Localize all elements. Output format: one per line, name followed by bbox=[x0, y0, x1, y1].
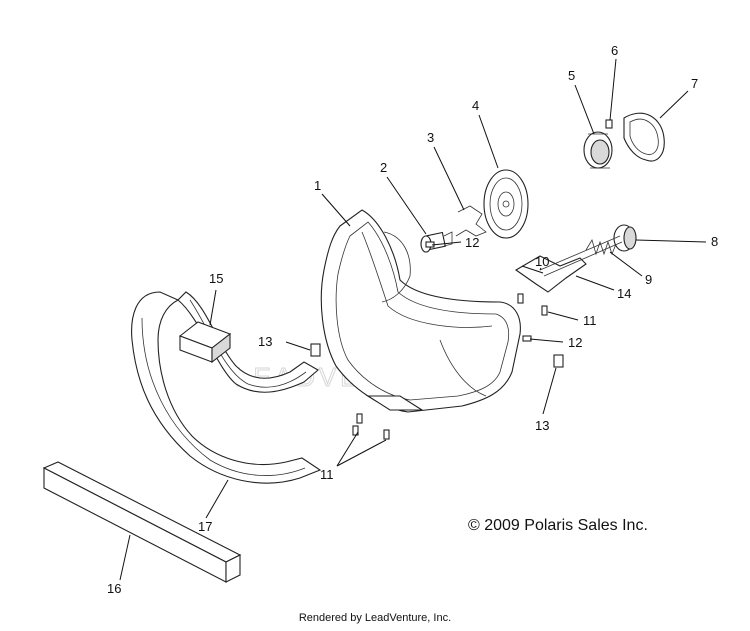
callout-13-right: 13 bbox=[535, 418, 549, 433]
callout-5: 5 bbox=[568, 68, 575, 83]
callout-9: 9 bbox=[645, 272, 652, 287]
callout-4: 4 bbox=[472, 98, 479, 113]
part-5-cap bbox=[583, 131, 613, 169]
part-6-screw bbox=[605, 119, 613, 129]
part-7-rubber-boot bbox=[623, 112, 665, 162]
callout-labels: 1 2 3 4 5 6 7 8 9 10 11 11 12 12 13 13 1… bbox=[107, 43, 718, 596]
part-3-spring-clip bbox=[455, 205, 487, 237]
part-9-adjuster-spring bbox=[585, 239, 617, 256]
callout-7: 7 bbox=[691, 76, 698, 91]
callout-1: 1 bbox=[314, 178, 321, 193]
callout-8: 8 bbox=[711, 234, 718, 249]
callout-6: 6 bbox=[611, 43, 618, 58]
part-4-reflector bbox=[483, 169, 529, 239]
copyright-notice: © 2009 Polaris Sales Inc. bbox=[468, 517, 648, 534]
part-8-adjuster-knob bbox=[613, 224, 637, 252]
leader-lines bbox=[119, 58, 707, 581]
callout-12-top: 12 bbox=[465, 235, 479, 250]
part-10-bracket bbox=[514, 235, 623, 293]
callout-15: 15 bbox=[209, 271, 223, 286]
part-13-clips bbox=[310, 343, 564, 368]
callout-11-right: 11 bbox=[583, 313, 597, 328]
callout-11-bottom: 11 bbox=[320, 467, 334, 482]
callout-10: 10 bbox=[535, 254, 549, 269]
callout-3: 3 bbox=[427, 130, 434, 145]
part-1-headlight-housing bbox=[320, 209, 521, 413]
callout-14: 14 bbox=[617, 286, 631, 301]
part-16-foam-strip bbox=[42, 461, 242, 583]
callout-13-left: 13 bbox=[258, 334, 272, 349]
part-15-foam-block bbox=[178, 321, 232, 364]
part-17-seal bbox=[131, 291, 322, 484]
callout-17: 17 bbox=[198, 519, 212, 534]
callout-16: 16 bbox=[107, 581, 121, 596]
callout-2: 2 bbox=[380, 160, 387, 175]
rendered-by-footer: Rendered by LeadVenture, Inc. bbox=[298, 612, 452, 624]
part-11-screws bbox=[352, 293, 548, 440]
callout-12-right: 12 bbox=[568, 335, 582, 350]
